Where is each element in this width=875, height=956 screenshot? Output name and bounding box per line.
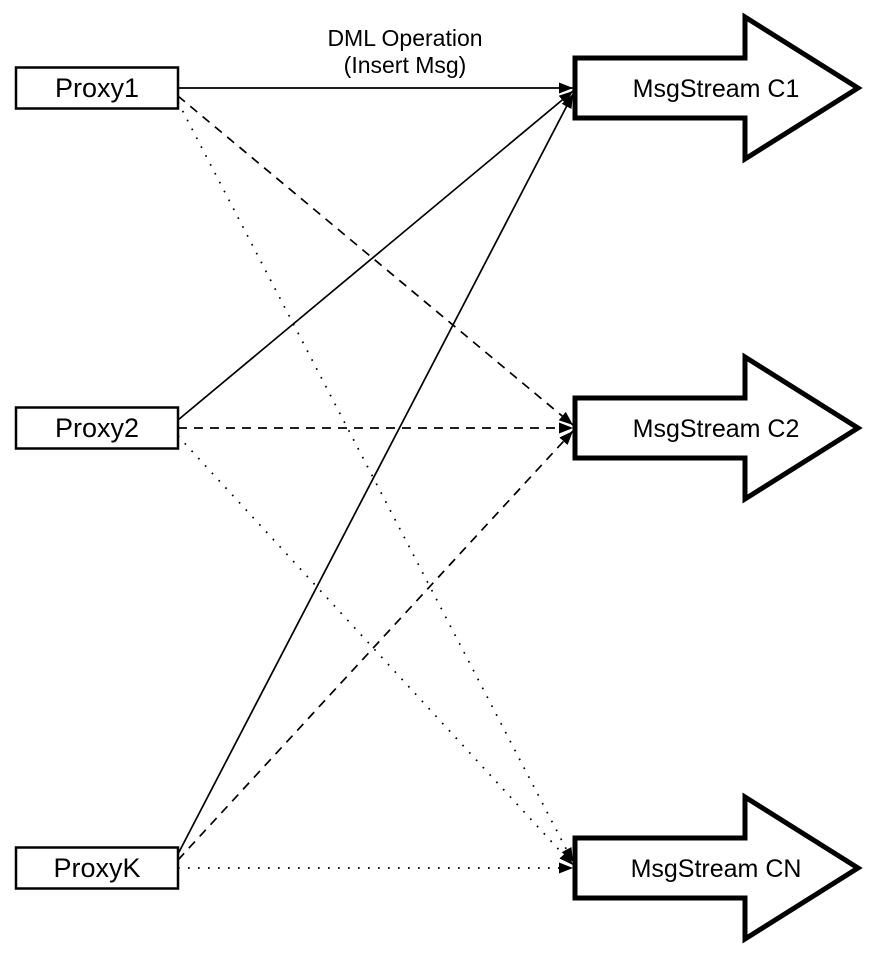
edge-proxy2-cn [177,435,574,866]
stream-label: MsgStream C1 [633,75,800,103]
proxy-label: Proxy2 [55,413,139,443]
edge-proxy1-c2 [177,95,574,426]
stream-node-c1: MsgStream C1 [572,12,863,164]
proxy-node-proxy2: Proxy2 [14,406,180,450]
edges-layer [177,82,574,874]
msgstream-block-arrow-icon [572,352,863,504]
stream-node-cn: MsgStream CN [572,792,863,944]
stream-label: MsgStream CN [631,855,802,883]
proxy-box [14,846,180,890]
stream-label: MsgStream C2 [633,415,800,443]
proxy-box [14,66,180,110]
edge-proxyk-c2 [177,430,574,861]
msgstream-block-arrow-icon [572,792,863,944]
proxy-node-proxy1: Proxy1 [14,66,180,110]
proxy-box [14,406,180,450]
msgstream-block-arrow-icon [572,12,863,164]
edge-proxyk-c1 [177,93,574,855]
diagram-title-line1: DML Operation [327,25,482,51]
proxy-node-proxyk: ProxyK [14,846,180,890]
diagram-title-line2: (Insert Msg) [344,52,467,78]
edge-proxy2-c1 [177,90,574,421]
proxy-label: Proxy1 [55,73,139,103]
edge-proxy1-cn [177,101,574,863]
stream-node-c2: MsgStream C2 [572,352,863,504]
proxy-label: ProxyK [53,853,140,883]
